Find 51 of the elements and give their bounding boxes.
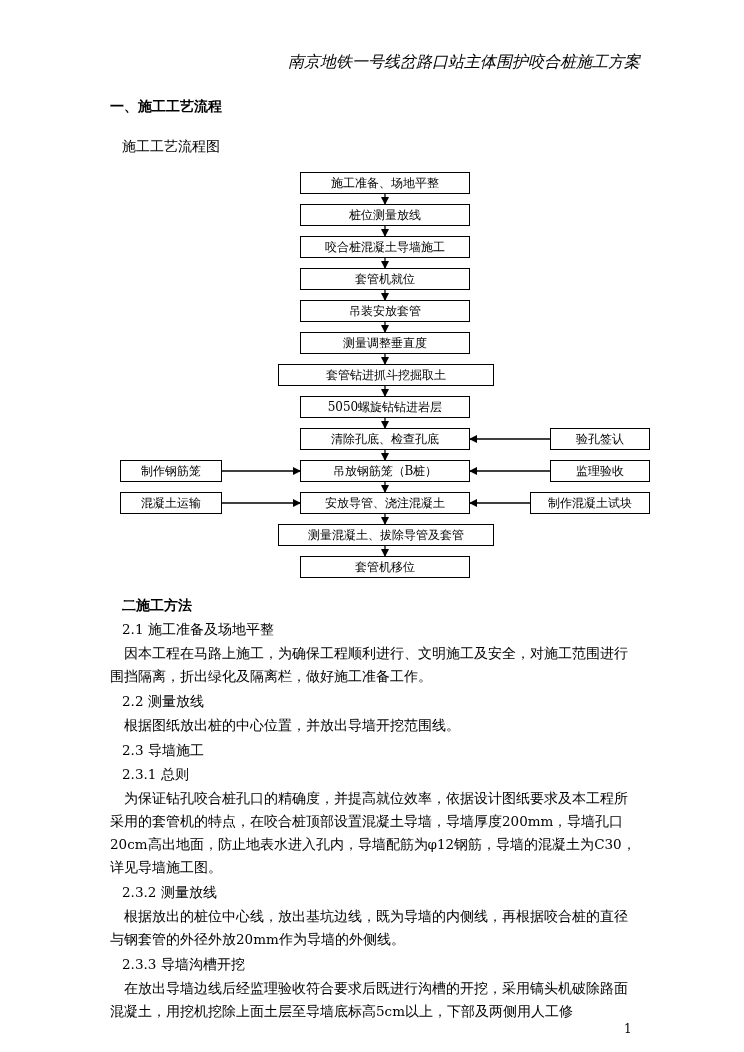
paragraph: 因本工程在马路上施工，为确保工程顺利进行、文明施工及安全，对施工范围进行围挡隔离，折出绿化及隔离栏，做好施工准备工作。 [110, 644, 629, 686]
section-heading: 一、施工工艺流程 [110, 98, 222, 116]
arrow [221, 499, 301, 507]
arrow [381, 385, 389, 397]
section-heading: 二施工方法 [121, 596, 193, 615]
subsection-heading: 2.3.3 导墙沟槽开挖 [121, 955, 246, 974]
paragraph: 根据放出的桩位中心线，放出基坑边线，既为导墙的内侧线，再根据咬合桩的直径与钢套管的外径外放20mm作为导墙的外侧线。 [110, 907, 629, 949]
arrow [469, 467, 551, 475]
paragraph: 在放出导墙边线后经监理验收符合要求后既进行沟槽的开挖，采用镐头机破除路面混凝土，用挖机挖除上面土层至导墙底标高5cm以上，下部及两侧用人工修 [110, 979, 629, 1021]
process-box: 套管钻进抓斗挖掘取土 [278, 364, 494, 386]
arrow [381, 417, 389, 429]
arrow [221, 467, 301, 475]
process-box: 咬合桩混凝土导墙施工 [300, 236, 470, 258]
arrow [381, 481, 389, 493]
arrow [381, 257, 389, 269]
subsection-heading: 2.3.2 测量放线 [121, 883, 218, 902]
arrow [381, 289, 389, 301]
process-box: 验孔签认 [550, 428, 650, 450]
process-box: 制作钢筋笼 [120, 460, 222, 482]
process-box: 测量混凝土、拔除导管及套管 [278, 524, 494, 546]
process-box: 5050螺旋钻钻进岩层 [300, 396, 470, 418]
process-box: 监理验收 [550, 460, 650, 482]
subsection-heading: 2.2 测量放线 [121, 692, 205, 711]
figure-caption: 施工工艺流程图 [122, 138, 220, 156]
subsection-heading: 2.1 施工准备及场地平整 [121, 620, 275, 639]
process-box: 套管机就位 [300, 268, 470, 290]
process-box: 清除孔底、检查孔底 [300, 428, 470, 450]
arrow [469, 435, 551, 443]
process-box: 套管机移位 [300, 556, 470, 578]
arrow [381, 225, 389, 237]
process-box: 施工准备、场地平整 [300, 172, 470, 194]
process-box: 桩位测量放线 [300, 204, 470, 226]
process-box: 制作混凝土试块 [530, 492, 650, 514]
paragraph: 为保证钻孔咬合桩孔口的精确度，并提高就位效率，依据设计图纸要求及本工程所采用的套管机的特点，在咬合桩顶部设置混凝土导墙，导墙厚度200mm，导墙孔口20cm高出地面，防止地表水进入孔内，导墙配筋为φ12钢筋，导墙的混凝土为C30，详见导墙施工图。 [110, 789, 637, 877]
subsection-heading: 2.3 导墙施工 [121, 741, 205, 760]
page-number: 1 [624, 1022, 632, 1036]
process-box: 混凝土运输 [120, 492, 222, 514]
arrow [381, 321, 389, 333]
arrow [381, 353, 389, 365]
arrow [381, 193, 389, 205]
process-box: 安放导管、浇注混凝土 [300, 492, 470, 514]
process-box: 吊装安放套管 [300, 300, 470, 322]
arrow [381, 513, 389, 525]
process-box: 测量调整垂直度 [300, 332, 470, 354]
page-header: 南京地铁一号线岔路口站主体围护咬合桩施工方案 [288, 52, 640, 73]
process-box: 吊放钢筋笼（B桩） [300, 460, 470, 482]
subsection-heading: 2.3.1 总则 [121, 765, 190, 784]
arrow [381, 449, 389, 461]
arrow [469, 499, 531, 507]
paragraph: 根据图纸放出桩的中心位置，并放出导墙开挖范围线。 [122, 716, 461, 735]
arrow [381, 545, 389, 557]
